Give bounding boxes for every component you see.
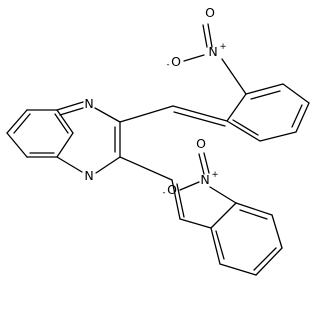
bond <box>56 156 83 173</box>
double-bond-inner <box>59 107 84 116</box>
bond <box>210 202 237 229</box>
nitrogen-label: N <box>208 44 217 59</box>
nitrogen-label: N <box>84 96 93 111</box>
oxygen-label: O <box>205 5 215 20</box>
bond <box>6 109 28 134</box>
nitrogen-label: N <box>200 172 209 187</box>
nitro-double-bond <box>203 152 210 174</box>
bond <box>6 132 28 158</box>
bond <box>94 107 121 123</box>
bond <box>56 101 84 111</box>
bond <box>179 218 212 229</box>
bond <box>221 58 247 95</box>
bond <box>119 105 174 123</box>
vinyl-bond <box>172 105 228 122</box>
lower-styryl <box>119 152 283 276</box>
nitrogen-label: N <box>84 168 93 183</box>
bond <box>56 109 74 134</box>
bond <box>271 214 283 249</box>
negative-charge: - <box>162 188 165 198</box>
upper-styryl <box>119 23 310 142</box>
oxygen-label: O <box>196 136 206 151</box>
bond <box>183 54 205 62</box>
bond <box>282 83 310 104</box>
bond <box>95 156 121 174</box>
bond <box>245 83 284 95</box>
double-bond-inner <box>54 113 69 134</box>
double-bond-inner <box>250 90 281 100</box>
bond <box>226 93 247 122</box>
positive-charge: + <box>219 42 226 52</box>
benzo-ring <box>6 109 74 158</box>
double-bond-inner <box>291 104 303 128</box>
bond <box>255 247 283 276</box>
double-bond-inner <box>232 119 259 136</box>
bond <box>295 102 310 133</box>
positive-charge: + <box>211 170 218 180</box>
nitro-double-bond <box>202 24 208 48</box>
bond <box>235 202 273 216</box>
bond <box>119 156 173 181</box>
pyrazine-ring <box>56 101 121 174</box>
bond <box>179 181 200 191</box>
bond <box>56 132 74 158</box>
atom-labels: N N O N + O - O N + O - <box>84 5 226 198</box>
nitro-double-bond <box>207 23 213 48</box>
vinyl-bond <box>171 179 181 220</box>
double-bond-inner <box>176 183 185 218</box>
bond <box>259 131 297 142</box>
bond <box>210 227 221 265</box>
bond <box>226 120 261 142</box>
double-bond-inner <box>173 111 226 127</box>
double-bond-inner <box>239 209 268 220</box>
bond <box>219 263 257 276</box>
oxygen-label: O <box>167 182 177 197</box>
nitro-double-bond <box>198 153 205 175</box>
double-bond-inner <box>253 247 277 271</box>
oxygen-label: O <box>171 54 181 69</box>
bond <box>209 186 237 204</box>
negative-charge: - <box>166 60 169 70</box>
double-bond-inner <box>13 113 31 134</box>
double-bond-inner <box>215 230 225 260</box>
